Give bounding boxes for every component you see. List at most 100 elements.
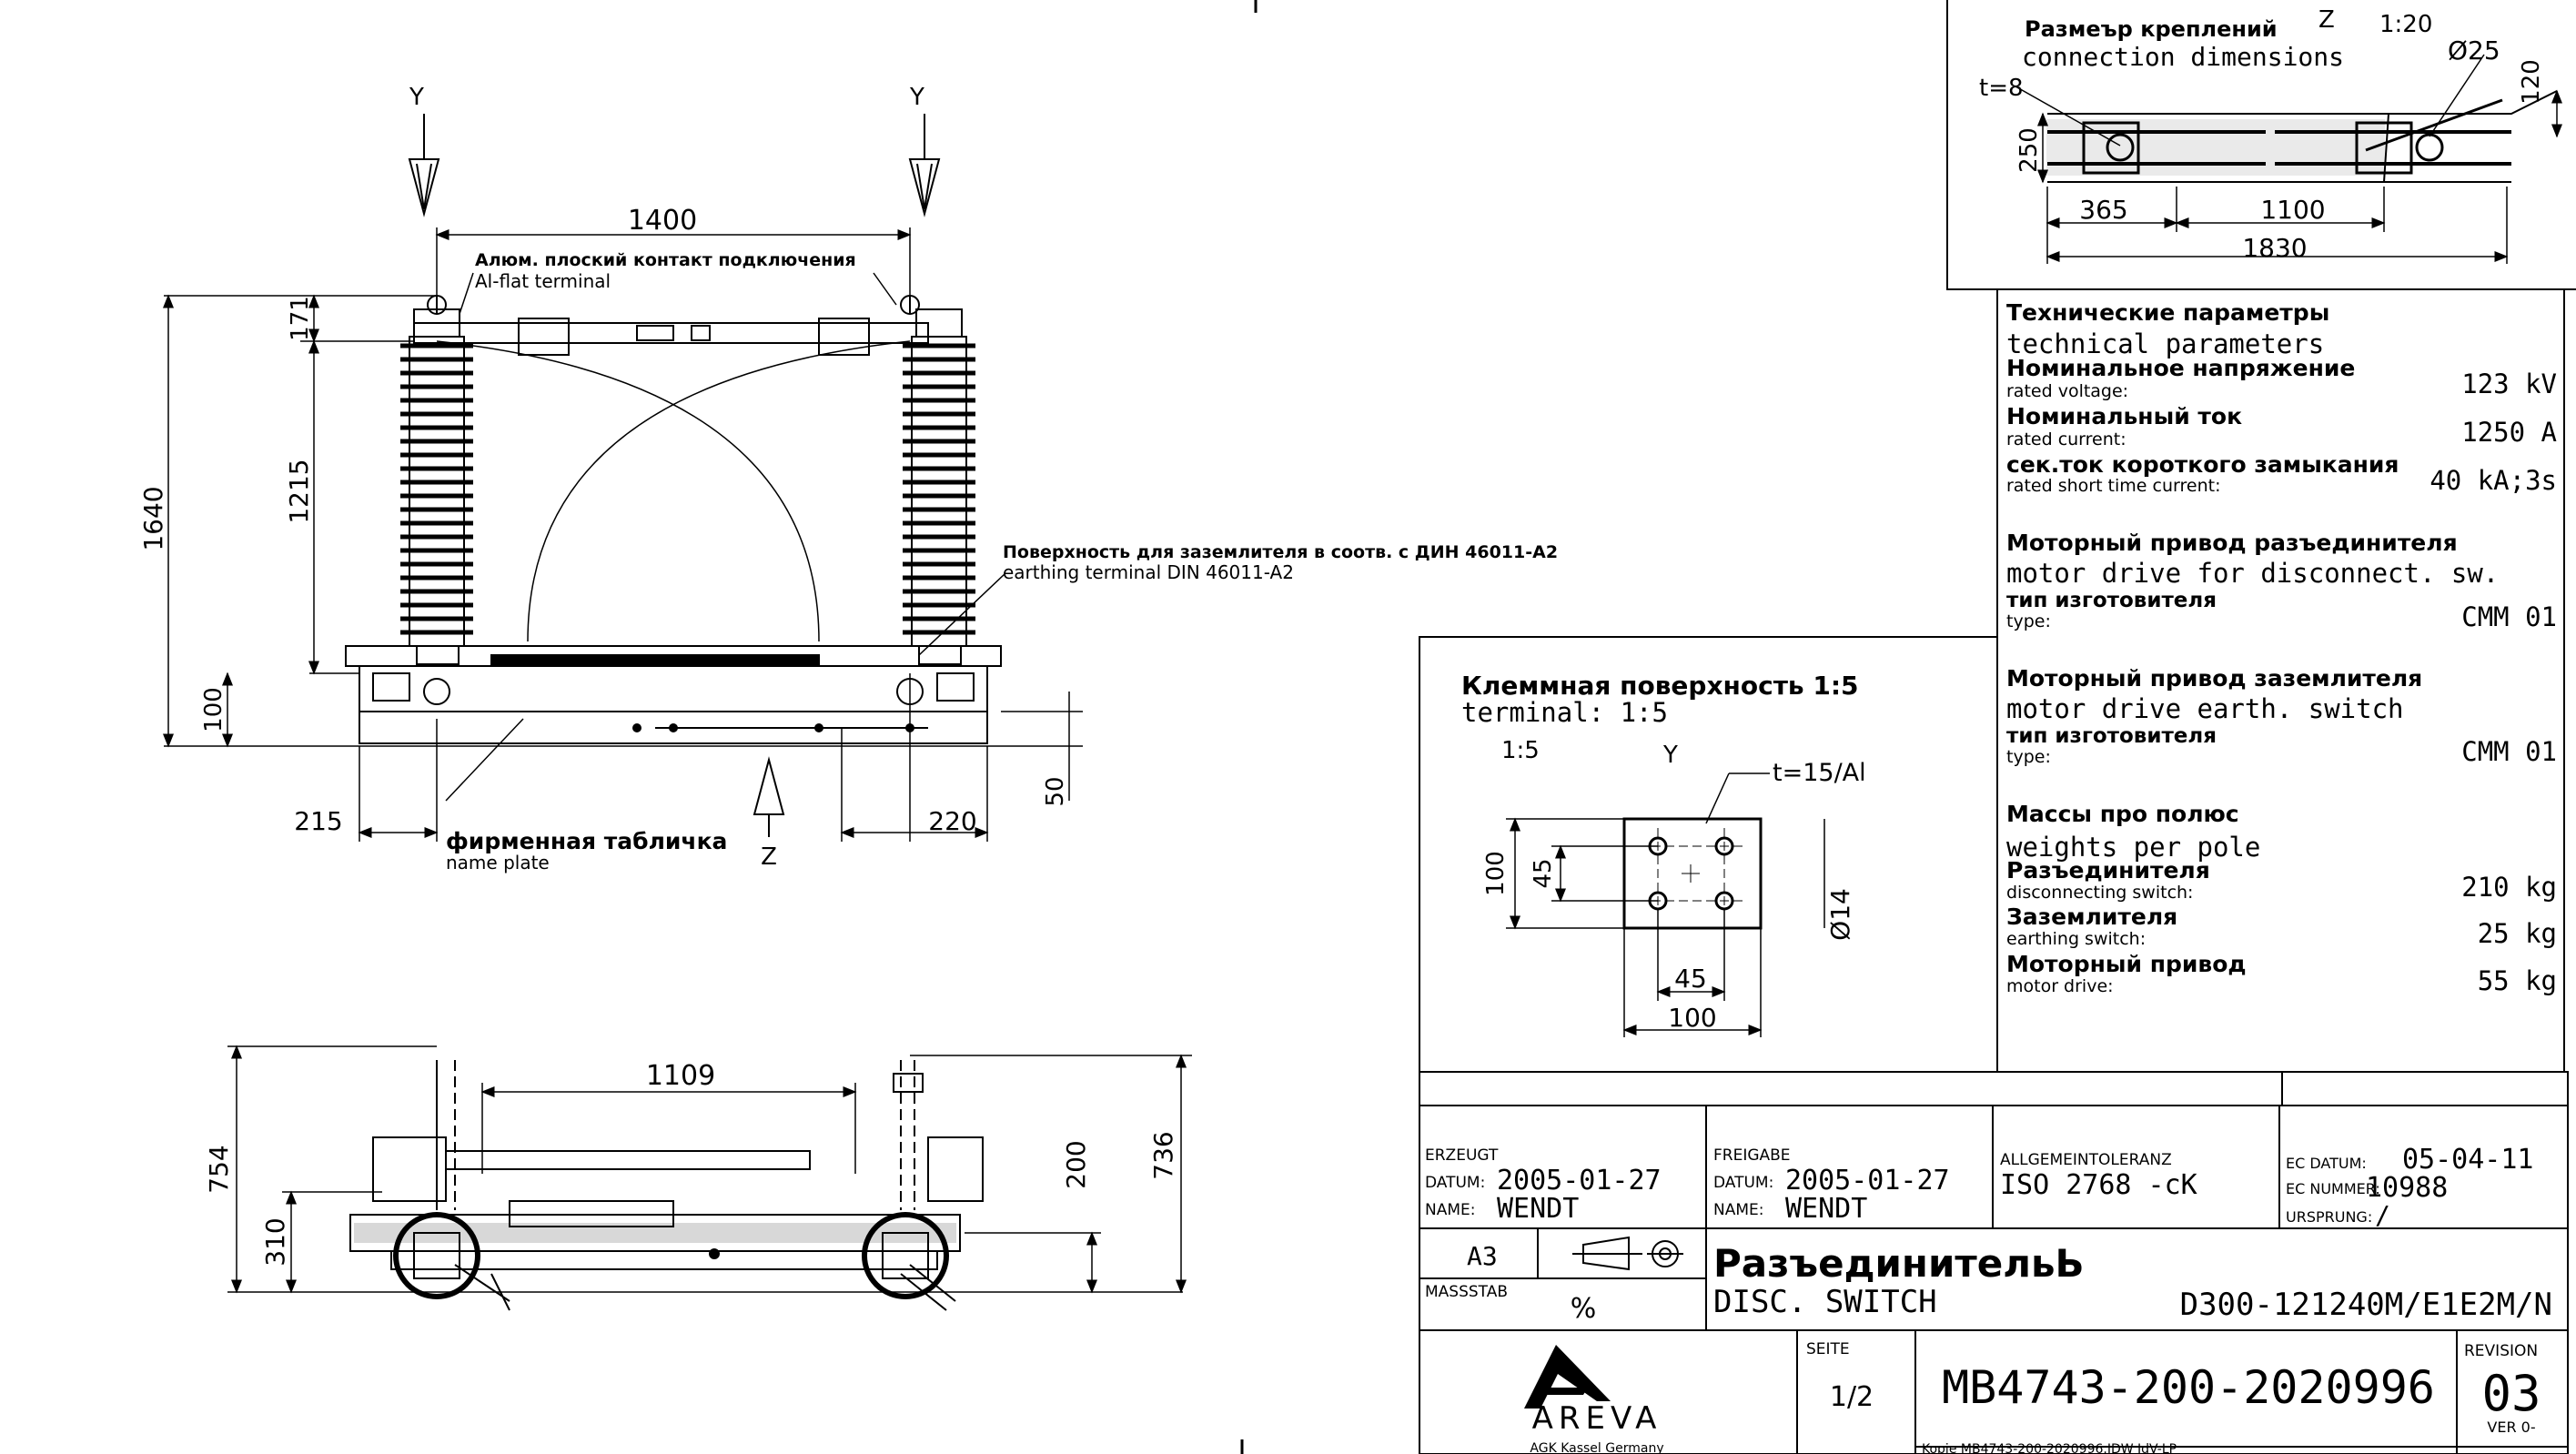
weights-en: weights per pole: [2006, 832, 2260, 863]
weight-ds-en: disconnecting switch:: [2006, 883, 2193, 903]
tb-ursprung-label: URSPRUNG:: [2286, 1208, 2372, 1226]
tb-ec-datum: 05-04-11: [2402, 1144, 2534, 1176]
base-frame: [345, 645, 1002, 744]
weight-md-en: motor drive:: [2006, 976, 2114, 996]
label-connection-scale: 1:20: [2379, 11, 2432, 38]
param-current-ru: Номинальный ток: [2006, 403, 2242, 429]
dim-plan-low: 310: [260, 1217, 290, 1266]
sheet-border: [1240, 0, 1258, 1454]
weight-ds-value: 210 kg: [2461, 872, 2557, 903]
plan-view-dimensions: [227, 1045, 1192, 1294]
dim-conn-hole: Ø25: [2448, 35, 2500, 66]
tb-drawing-number: MB4743-200-2020996: [1942, 1361, 2435, 1414]
parameters-panel: [1996, 289, 2565, 1072]
tb-ec-nummer-label: EC NUMMER:: [2286, 1180, 2380, 1197]
params-title-en: technical parameters: [2006, 328, 2324, 359]
weight-md-value: 55 kg: [2478, 965, 2557, 996]
tb-freigabe-name: WENDT: [1785, 1193, 1867, 1225]
areva-logo-icon: [1524, 1345, 1611, 1409]
label-view-y-left: Y: [409, 84, 424, 111]
dim-conn-b: 1100: [2260, 195, 2325, 225]
label-terminal-en: terminal: 1:5: [1461, 697, 1668, 728]
insulator-right: [903, 308, 975, 665]
tb-ec-nummer: 10988: [2366, 1172, 2448, 1204]
param-current-value: 1250 A: [2461, 417, 2557, 448]
tb-freigabe-datum-label: DATUM:: [1713, 1174, 1773, 1192]
param-shortcircuit-value: 40 kA;3s: [2430, 465, 2557, 496]
dim-term-h2: 45: [1530, 858, 1557, 888]
weights-ru: Массы про полюс: [2006, 801, 2239, 827]
terminal-dimensions: [1506, 772, 1825, 1037]
weight-es-value: 25 kg: [2478, 918, 2557, 949]
dim-base: 100: [200, 687, 227, 732]
dim-term-w2: 45: [1674, 964, 1707, 994]
label-view-y-right: Y: [909, 84, 924, 111]
motor-es-type-en: type:: [2006, 747, 2051, 767]
param-voltage-en: rated voltage:: [2006, 381, 2128, 401]
tb-erzeugt-name: WENDT: [1497, 1193, 1579, 1225]
tb-freigabe-date: 2005-01-27: [1785, 1165, 1950, 1197]
motor-ds-ru: Моторный привод разъединителя: [2006, 530, 2458, 556]
title-block-frame: [1419, 1071, 2569, 1454]
dim-conn-width: 250: [2015, 127, 2043, 173]
weight-ds-ru: Разъединителя: [2006, 857, 2210, 884]
tb-revision-label: REVISION: [2464, 1342, 2538, 1360]
weight-es-ru: Заземлителя: [2006, 904, 2177, 930]
contact-arm: [413, 295, 929, 356]
tb-ec-datum-label: EC DATUM:: [2286, 1155, 2367, 1172]
tb-format: A3: [1467, 1241, 1498, 1271]
label-flat-terminal-en: Al-flat terminal: [475, 270, 611, 292]
weight-es-en: earthing switch:: [2006, 929, 2146, 949]
connection-panel: [1946, 0, 2576, 290]
dim-conn-total: 1830: [2242, 233, 2307, 263]
dim-plan-height: 754: [204, 1145, 234, 1193]
param-current-en: rated current:: [2006, 429, 2126, 449]
tb-erzeugt-date: 2005-01-27: [1497, 1165, 1662, 1197]
tb-revision: 03: [2481, 1365, 2541, 1422]
tb-type-code: D300-121240M/E1E2M/N: [2180, 1287, 2552, 1323]
tb-company-sub: AGK Kassel Germany: [1530, 1441, 1663, 1454]
param-voltage-value: 123 kV: [2461, 369, 2557, 399]
label-connection-ru: Размеър креплений: [2025, 16, 2278, 42]
tb-erzeugt-label: ERZEUGT: [1425, 1146, 1499, 1165]
plan-view: [349, 1060, 984, 1311]
dim-insulator: 1215: [284, 459, 314, 523]
motor-es-ru: Моторный привод заземлителя: [2006, 665, 2422, 692]
label-nameplate-ru: фирменная табличка: [446, 828, 727, 854]
tb-title-ru: РазъединительЬ: [1713, 1241, 2085, 1286]
label-earthing-ru: Поверхность для заземлителя в соотв. с Д…: [1003, 542, 1558, 562]
motor-es-en: motor drive earth. switch: [2006, 693, 2404, 724]
tb-title-en: DISC. SWITCH: [1713, 1284, 1937, 1320]
motor-ds-type-en: type:: [2006, 611, 2051, 631]
tb-seite: 1/2: [1830, 1381, 1874, 1413]
view-arrow-z: [753, 756, 785, 837]
side-view-dimensions: [163, 227, 1083, 842]
label-nameplate-en: name plate: [446, 852, 550, 873]
label-terminal-scale: 1:5: [1501, 737, 1540, 764]
param-voltage-ru: Номинальное напряжение: [2006, 355, 2355, 381]
tb-erzeugt-datum-label: DATUM:: [1425, 1174, 1485, 1192]
connection-dimensions: [2015, 54, 2562, 264]
view-arrow-y-left: [408, 114, 440, 217]
motor-ds-type-value: CMM 01: [2461, 601, 2557, 632]
dim-conn-a: 365: [2079, 195, 2127, 225]
dim-span: 1400: [628, 205, 697, 237]
tb-freigabe-name-label: NAME:: [1713, 1201, 1763, 1219]
dim-conn-thickness: t=8: [1979, 75, 2024, 102]
dim-plan-mid: 200: [1061, 1140, 1091, 1188]
dim-term-thickness: t=15/Al: [1773, 759, 1866, 787]
projection-symbol-icon: [1572, 1236, 1683, 1271]
earthing-arc-left: [436, 340, 820, 642]
params-title-ru: Технические параметры: [2006, 299, 2329, 326]
dim-term-w: 100: [1668, 1003, 1716, 1033]
dim-term-h: 100: [1482, 851, 1510, 896]
dim-conn-height: 120: [2518, 59, 2545, 105]
tb-tolerance-label: ALLGEMEINTOLERANZ: [2000, 1151, 2172, 1169]
view-arrow-y-right: [908, 114, 941, 217]
dim-right-offset: 220: [928, 806, 976, 836]
tb-company: AREVA: [1532, 1400, 1662, 1437]
label-view-z: Z: [761, 843, 777, 871]
earthing-arc-right: [527, 340, 911, 642]
label-view-z-detail: Z: [2318, 6, 2335, 34]
